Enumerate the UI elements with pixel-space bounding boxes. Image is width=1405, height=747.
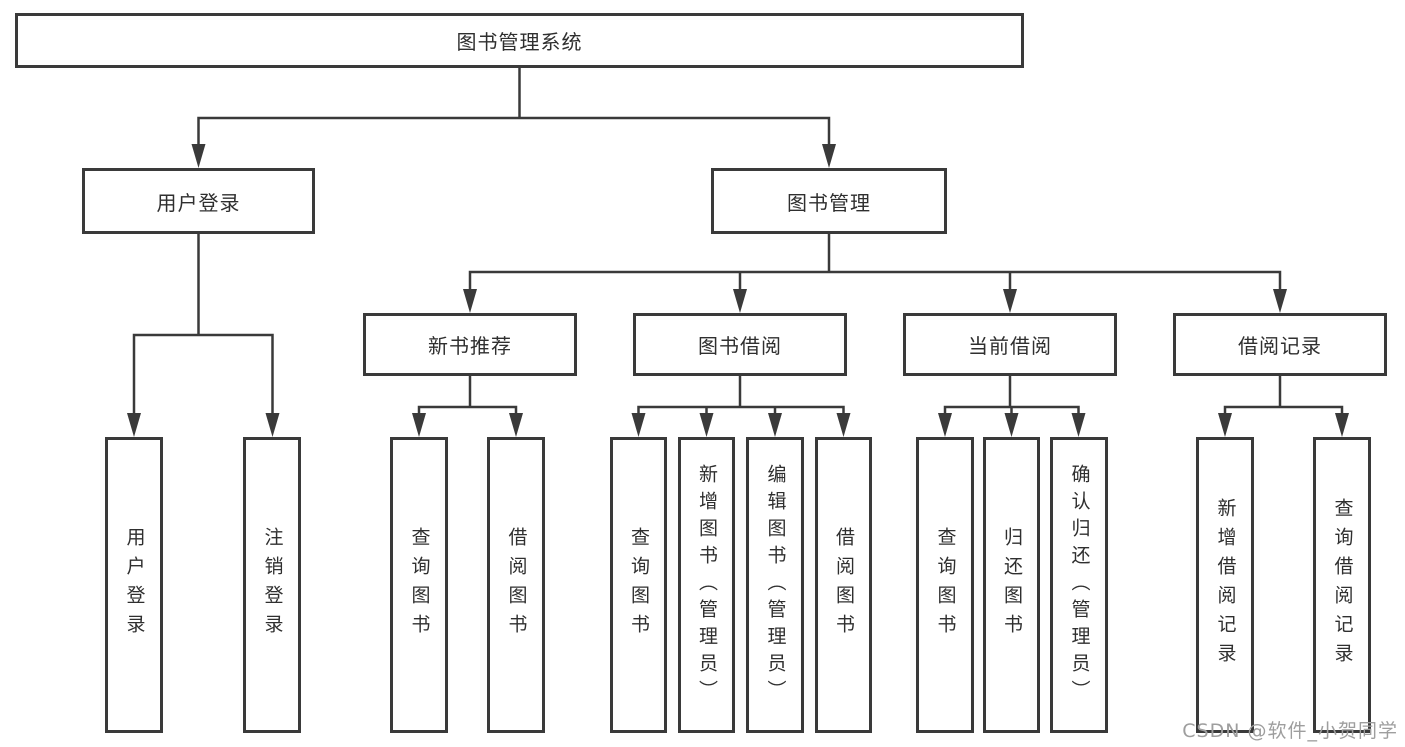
node-leaf-edit-book-admin: 编辑图书（管理员）	[746, 437, 804, 733]
node-new-book-recommend: 新书推荐	[363, 313, 577, 376]
node-leaf-query-books-1: 查询图书	[390, 437, 448, 733]
node-leaf-user-login: 用户登录	[105, 437, 163, 733]
node-leaf-logout: 注销登录	[243, 437, 301, 733]
node-current-borrowing: 当前借阅	[903, 313, 1117, 376]
node-leaf-borrow-books-1: 借阅图书	[487, 437, 545, 733]
node-leaf-return-books: 归还图书	[983, 437, 1040, 733]
node-borrow-records: 借阅记录	[1173, 313, 1387, 376]
arrowheads	[127, 144, 1349, 437]
node-leaf-add-book-admin: 新增图书（管理员）	[678, 437, 735, 733]
node-leaf-confirm-return-admin: 确认归还（管理员）	[1050, 437, 1108, 733]
node-leaf-add-borrow-record: 新增借阅记录	[1196, 437, 1254, 733]
node-library-system: 图书管理系统	[15, 13, 1024, 68]
node-leaf-query-books-2: 查询图书	[610, 437, 667, 733]
node-book-management: 图书管理	[711, 168, 947, 234]
watermark: CSDN @软件_小贺同学	[1182, 720, 1398, 742]
node-leaf-query-books-3: 查询图书	[916, 437, 974, 733]
node-book-borrowing: 图书借阅	[633, 313, 847, 376]
node-user-login: 用户登录	[82, 168, 315, 234]
node-leaf-query-borrow-record: 查询借阅记录	[1313, 437, 1371, 733]
node-leaf-borrow-books-2: 借阅图书	[815, 437, 872, 733]
